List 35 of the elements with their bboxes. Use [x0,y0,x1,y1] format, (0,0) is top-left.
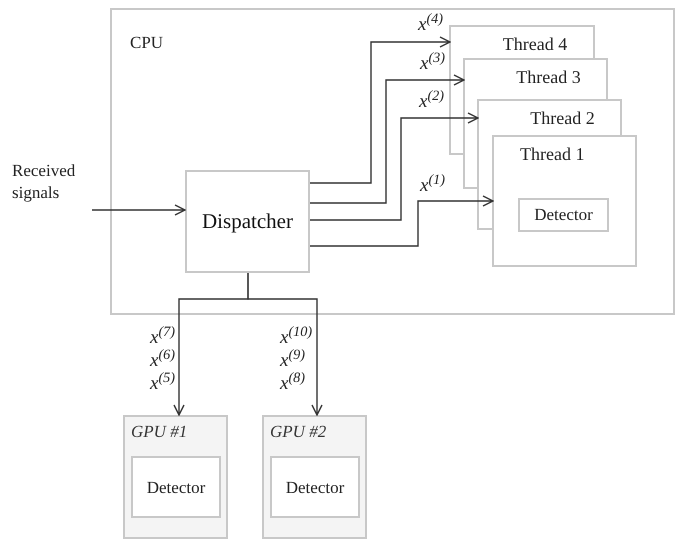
detector-box [131,456,221,518]
edge-label: x$^{(1)}$ [420,174,446,197]
node-label: GPU #1 [130,421,188,443]
cpu-frame [110,8,675,315]
arrow [310,112,479,221]
edge-label: x$^{(10)}$ x$^{(9)}$ x$^{(8)}$ [280,326,314,395]
arrow [310,74,465,204]
thread-card-header [477,99,622,135]
gpu-box [262,415,367,539]
edge-label: x$^{(2)}$ [419,90,446,113]
node-label: Dispatcher [202,208,293,235]
thread-card-header [449,25,595,58]
arrow [247,273,323,416]
detector-box [518,198,609,232]
gpu-box [123,415,228,539]
node-label: Detector [534,204,593,226]
arrow [92,204,186,216]
node-label: Detector [284,476,346,498]
arrow [310,36,451,184]
thread-card-header [463,58,608,99]
node-label: Thread 3 [515,66,581,89]
detector-box [270,456,360,518]
node-label: Thread 2 [529,107,595,130]
edge-label: x$^{(7)}$ x$^{(6)}$ x$^{(5)}$ [150,326,176,395]
node-label: GPU #2 [269,421,326,443]
edge-label: x$^{(4)}$ [418,13,444,36]
dispatcher-box [185,170,310,273]
node-label: Thread 1 [519,143,584,166]
thread-box [492,135,637,267]
arrow [310,195,494,247]
node-label: CPU [129,32,164,54]
node-label: Thread 4 [502,33,568,56]
input-label: Received signals [12,160,76,204]
node-label: Detector [146,476,206,498]
edge-label: x$^{(3)}$ [420,52,446,75]
